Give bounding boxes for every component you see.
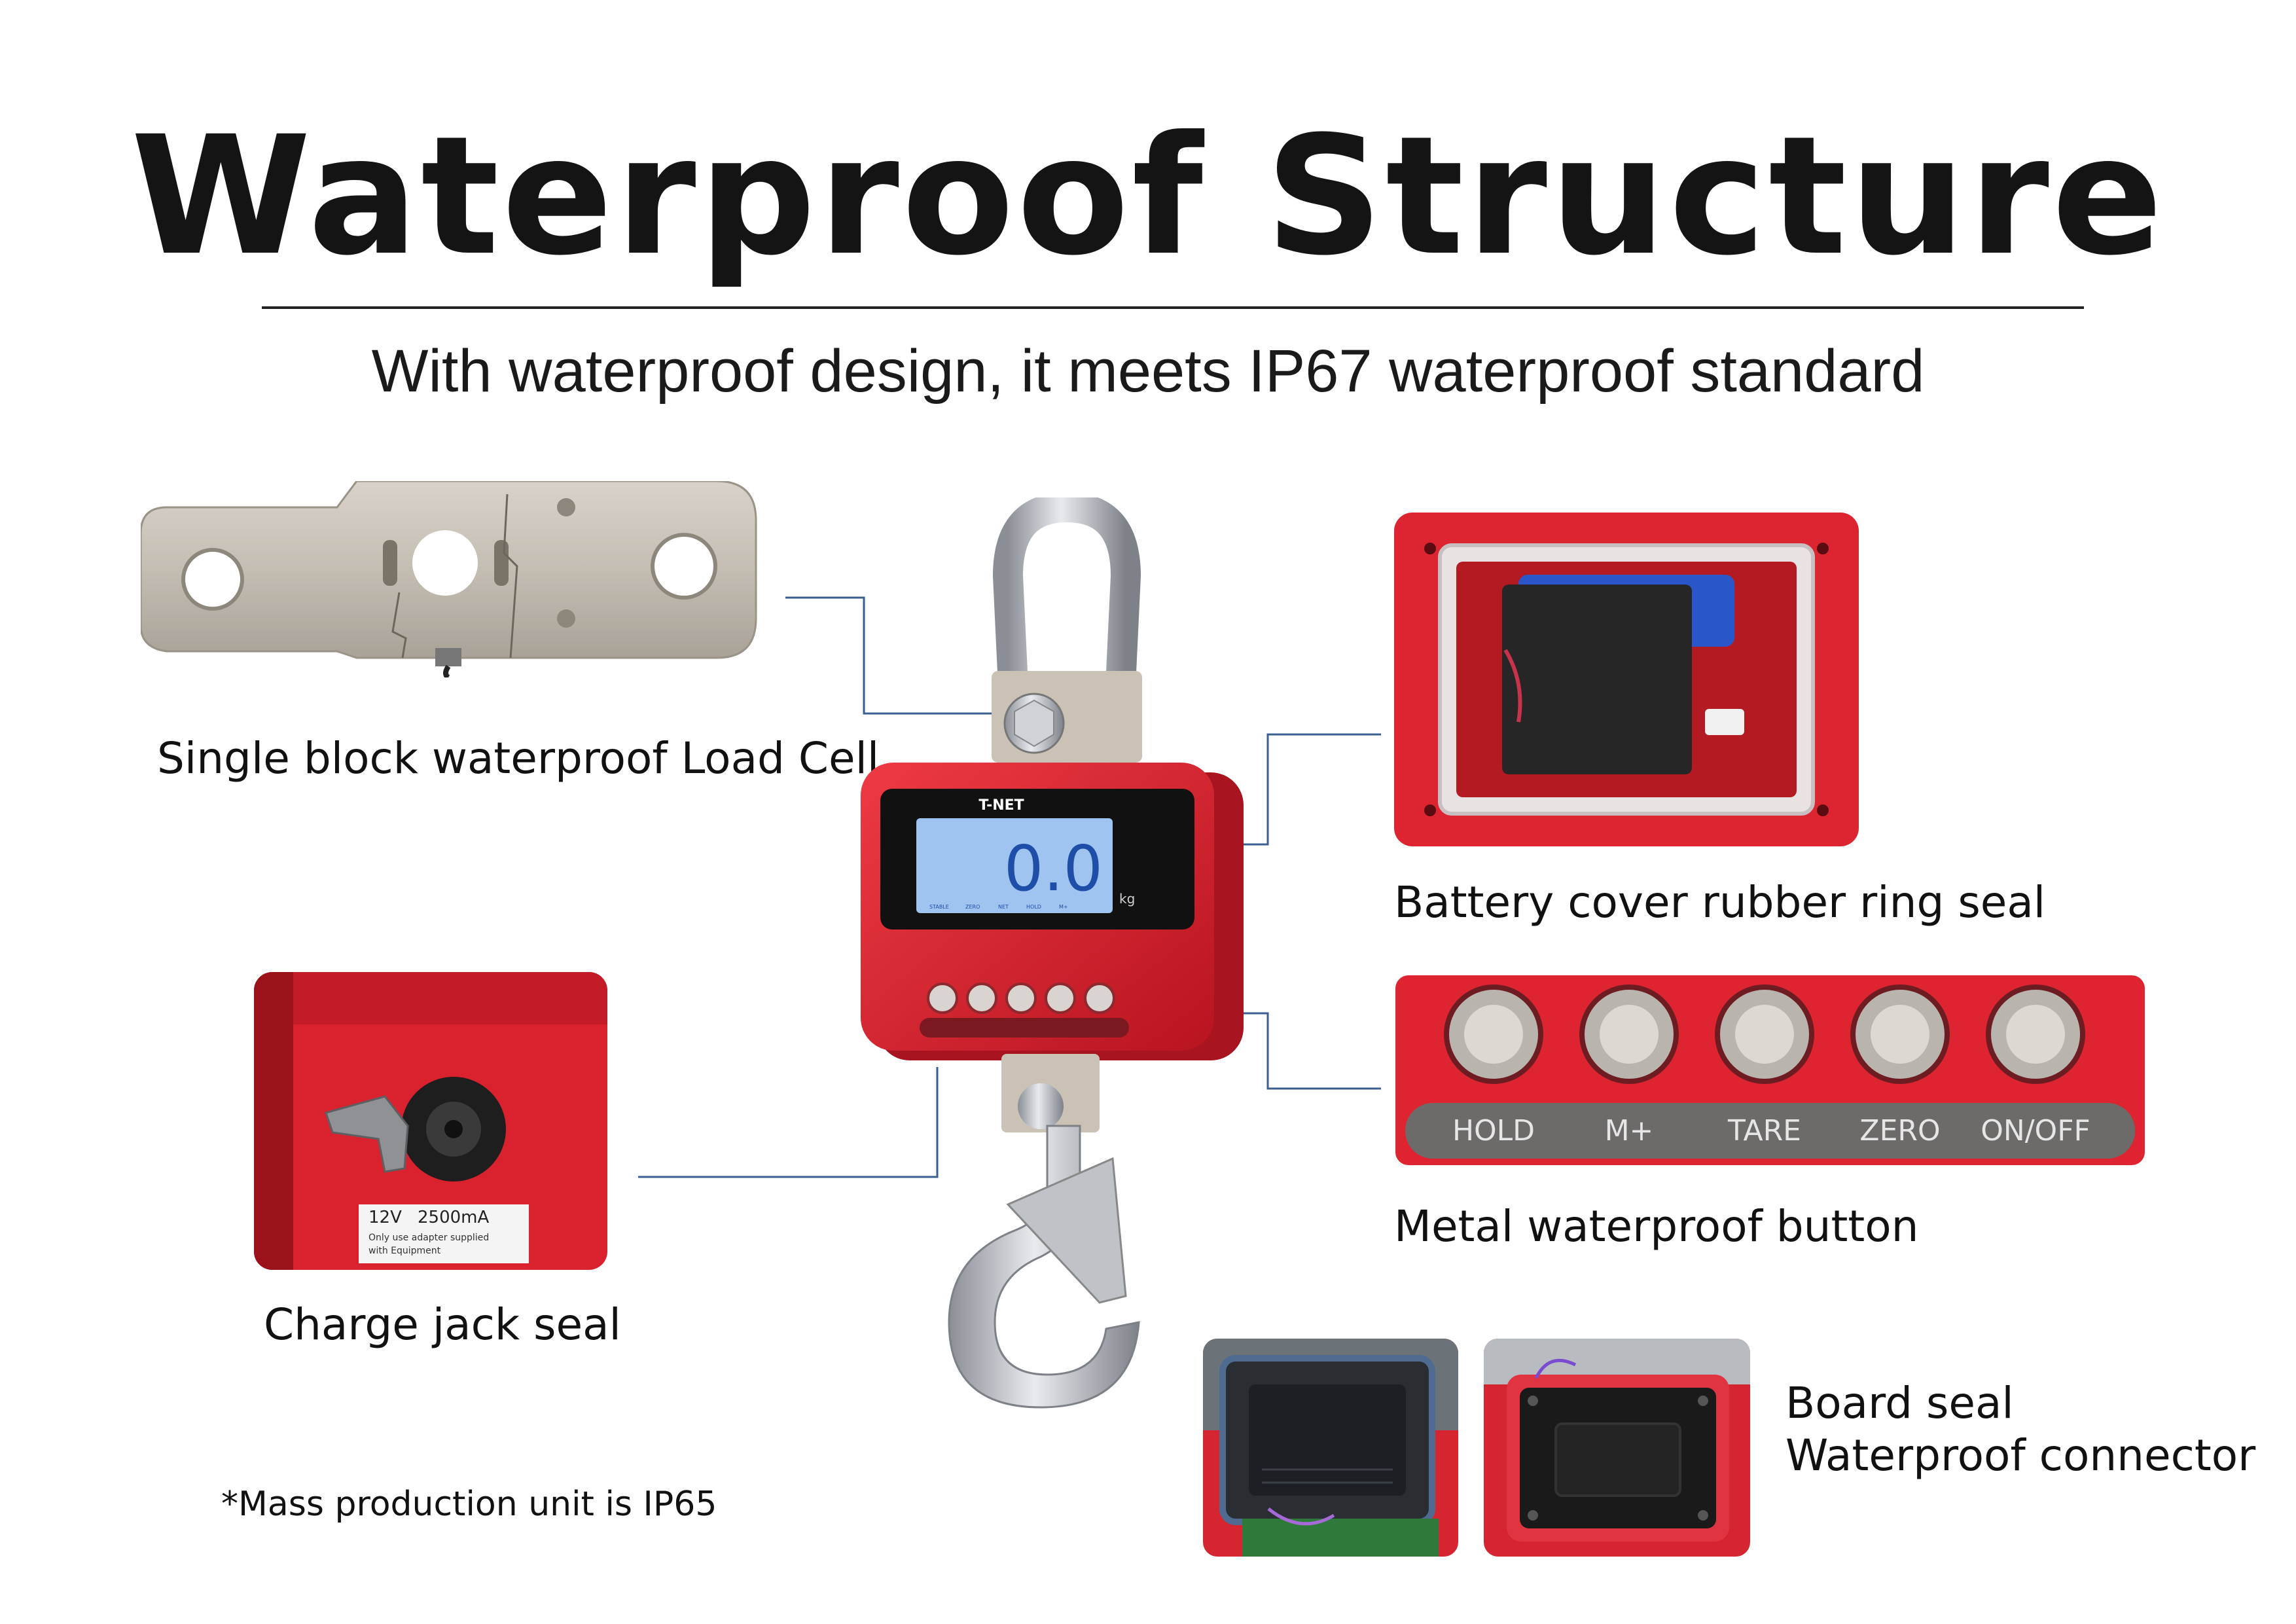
page-title: Waterproof Structure xyxy=(130,101,2166,291)
charge-label-current: 2500mA xyxy=(418,1208,489,1227)
board-seal-caption: Board seal xyxy=(1785,1378,2014,1428)
charge-label-note: Only use adapter supplied xyxy=(368,1233,489,1243)
charge-label-voltage: 12V xyxy=(368,1208,402,1227)
title-divider xyxy=(262,306,2084,309)
button-panel-image: HOLD M+ TARE ZERO ON/OFF xyxy=(1395,975,2145,1165)
connector-charge-jack xyxy=(638,1067,939,1178)
load-cell-image xyxy=(139,480,759,680)
indicator-net: NET xyxy=(998,904,1009,910)
button-label-zero: ZERO xyxy=(1859,1114,1940,1147)
indicator-m-plus: M+ xyxy=(1059,904,1068,910)
button-label-hold: HOLD xyxy=(1452,1114,1535,1147)
battery-caption: Battery cover rubber ring seal xyxy=(1394,877,2046,928)
charge-jack-caption: Charge jack seal xyxy=(264,1299,621,1350)
charge-jack-image: 12V 2500mA Only use adapter supplied wit… xyxy=(254,972,607,1270)
crane-scale-image: T-NET 0.0 kg STABLE ZERO NET HOLD M+ xyxy=(851,492,1244,1427)
indicator-hold: HOLD xyxy=(1026,904,1041,910)
scale-brand: T-NET xyxy=(978,797,1024,814)
battery-cover-image xyxy=(1394,513,1859,846)
scale-buttons xyxy=(920,983,1129,1038)
load-cell-caption: Single block waterproof Load Cell xyxy=(157,733,880,784)
connector-battery xyxy=(1224,733,1381,846)
charge-label-note2: with Equipment xyxy=(368,1246,441,1256)
indicator-stable: STABLE xyxy=(929,904,949,910)
button-label-tare: TARE xyxy=(1727,1114,1801,1147)
button-label-m-plus: M+ xyxy=(1605,1114,1654,1147)
scale-display-value: 0.0 xyxy=(1004,833,1103,905)
board-seal-image-1 xyxy=(1203,1339,1458,1557)
board-seal-image-2 xyxy=(1484,1339,1750,1557)
page-subtitle: With waterproof design, it meets IP67 wa… xyxy=(371,338,1925,405)
waterproof-connector-caption: Waterproof connector xyxy=(1785,1430,2256,1481)
button-label-on-off: ON/OFF xyxy=(1981,1114,2090,1147)
buttons-caption: Metal waterproof button xyxy=(1394,1201,1919,1252)
indicator-zero: ZERO xyxy=(965,904,980,910)
connector-load-cell xyxy=(785,596,995,715)
scale-unit: kg xyxy=(1119,891,1135,907)
footnote: *Mass production unit is IP65 xyxy=(221,1485,717,1524)
